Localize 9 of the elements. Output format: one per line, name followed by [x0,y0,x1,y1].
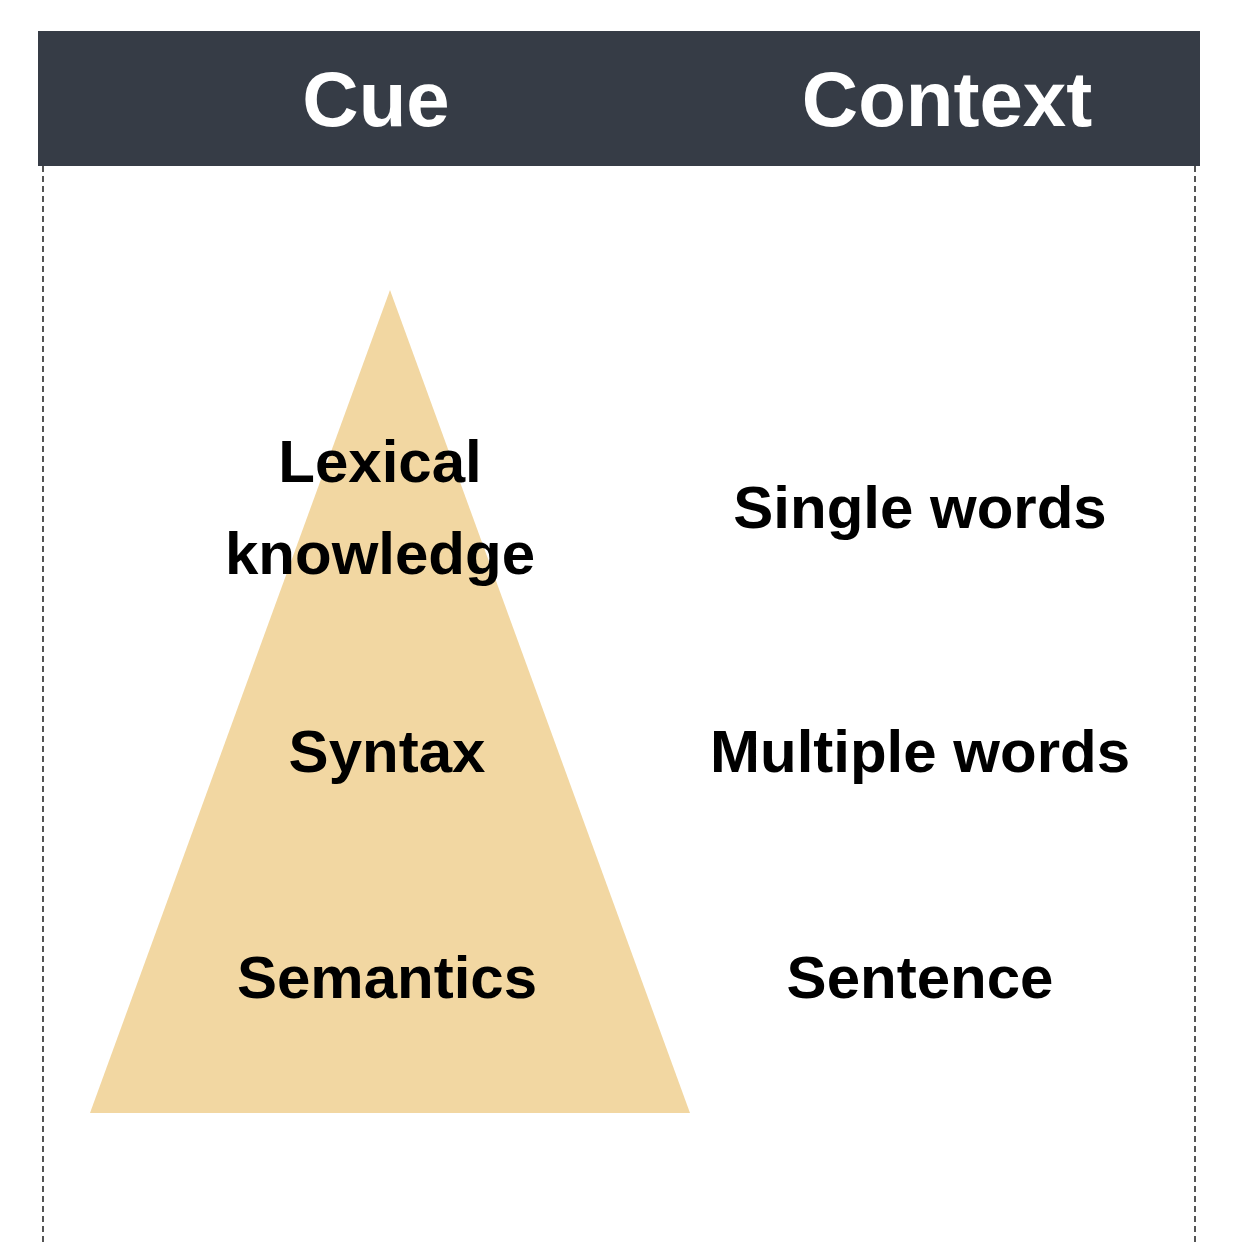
level-label: Syntax [288,717,486,787]
column-heading: Context [801,54,1093,145]
context-label: Sentence [786,943,1054,1013]
context-label: Single words [733,473,1107,543]
level-label: Lexical knowledge [223,427,537,589]
column-heading: Cue [302,54,450,145]
context-label: Multiple words [710,717,1130,787]
level-label: Semantics [236,943,538,1013]
header-bar [38,31,1200,166]
